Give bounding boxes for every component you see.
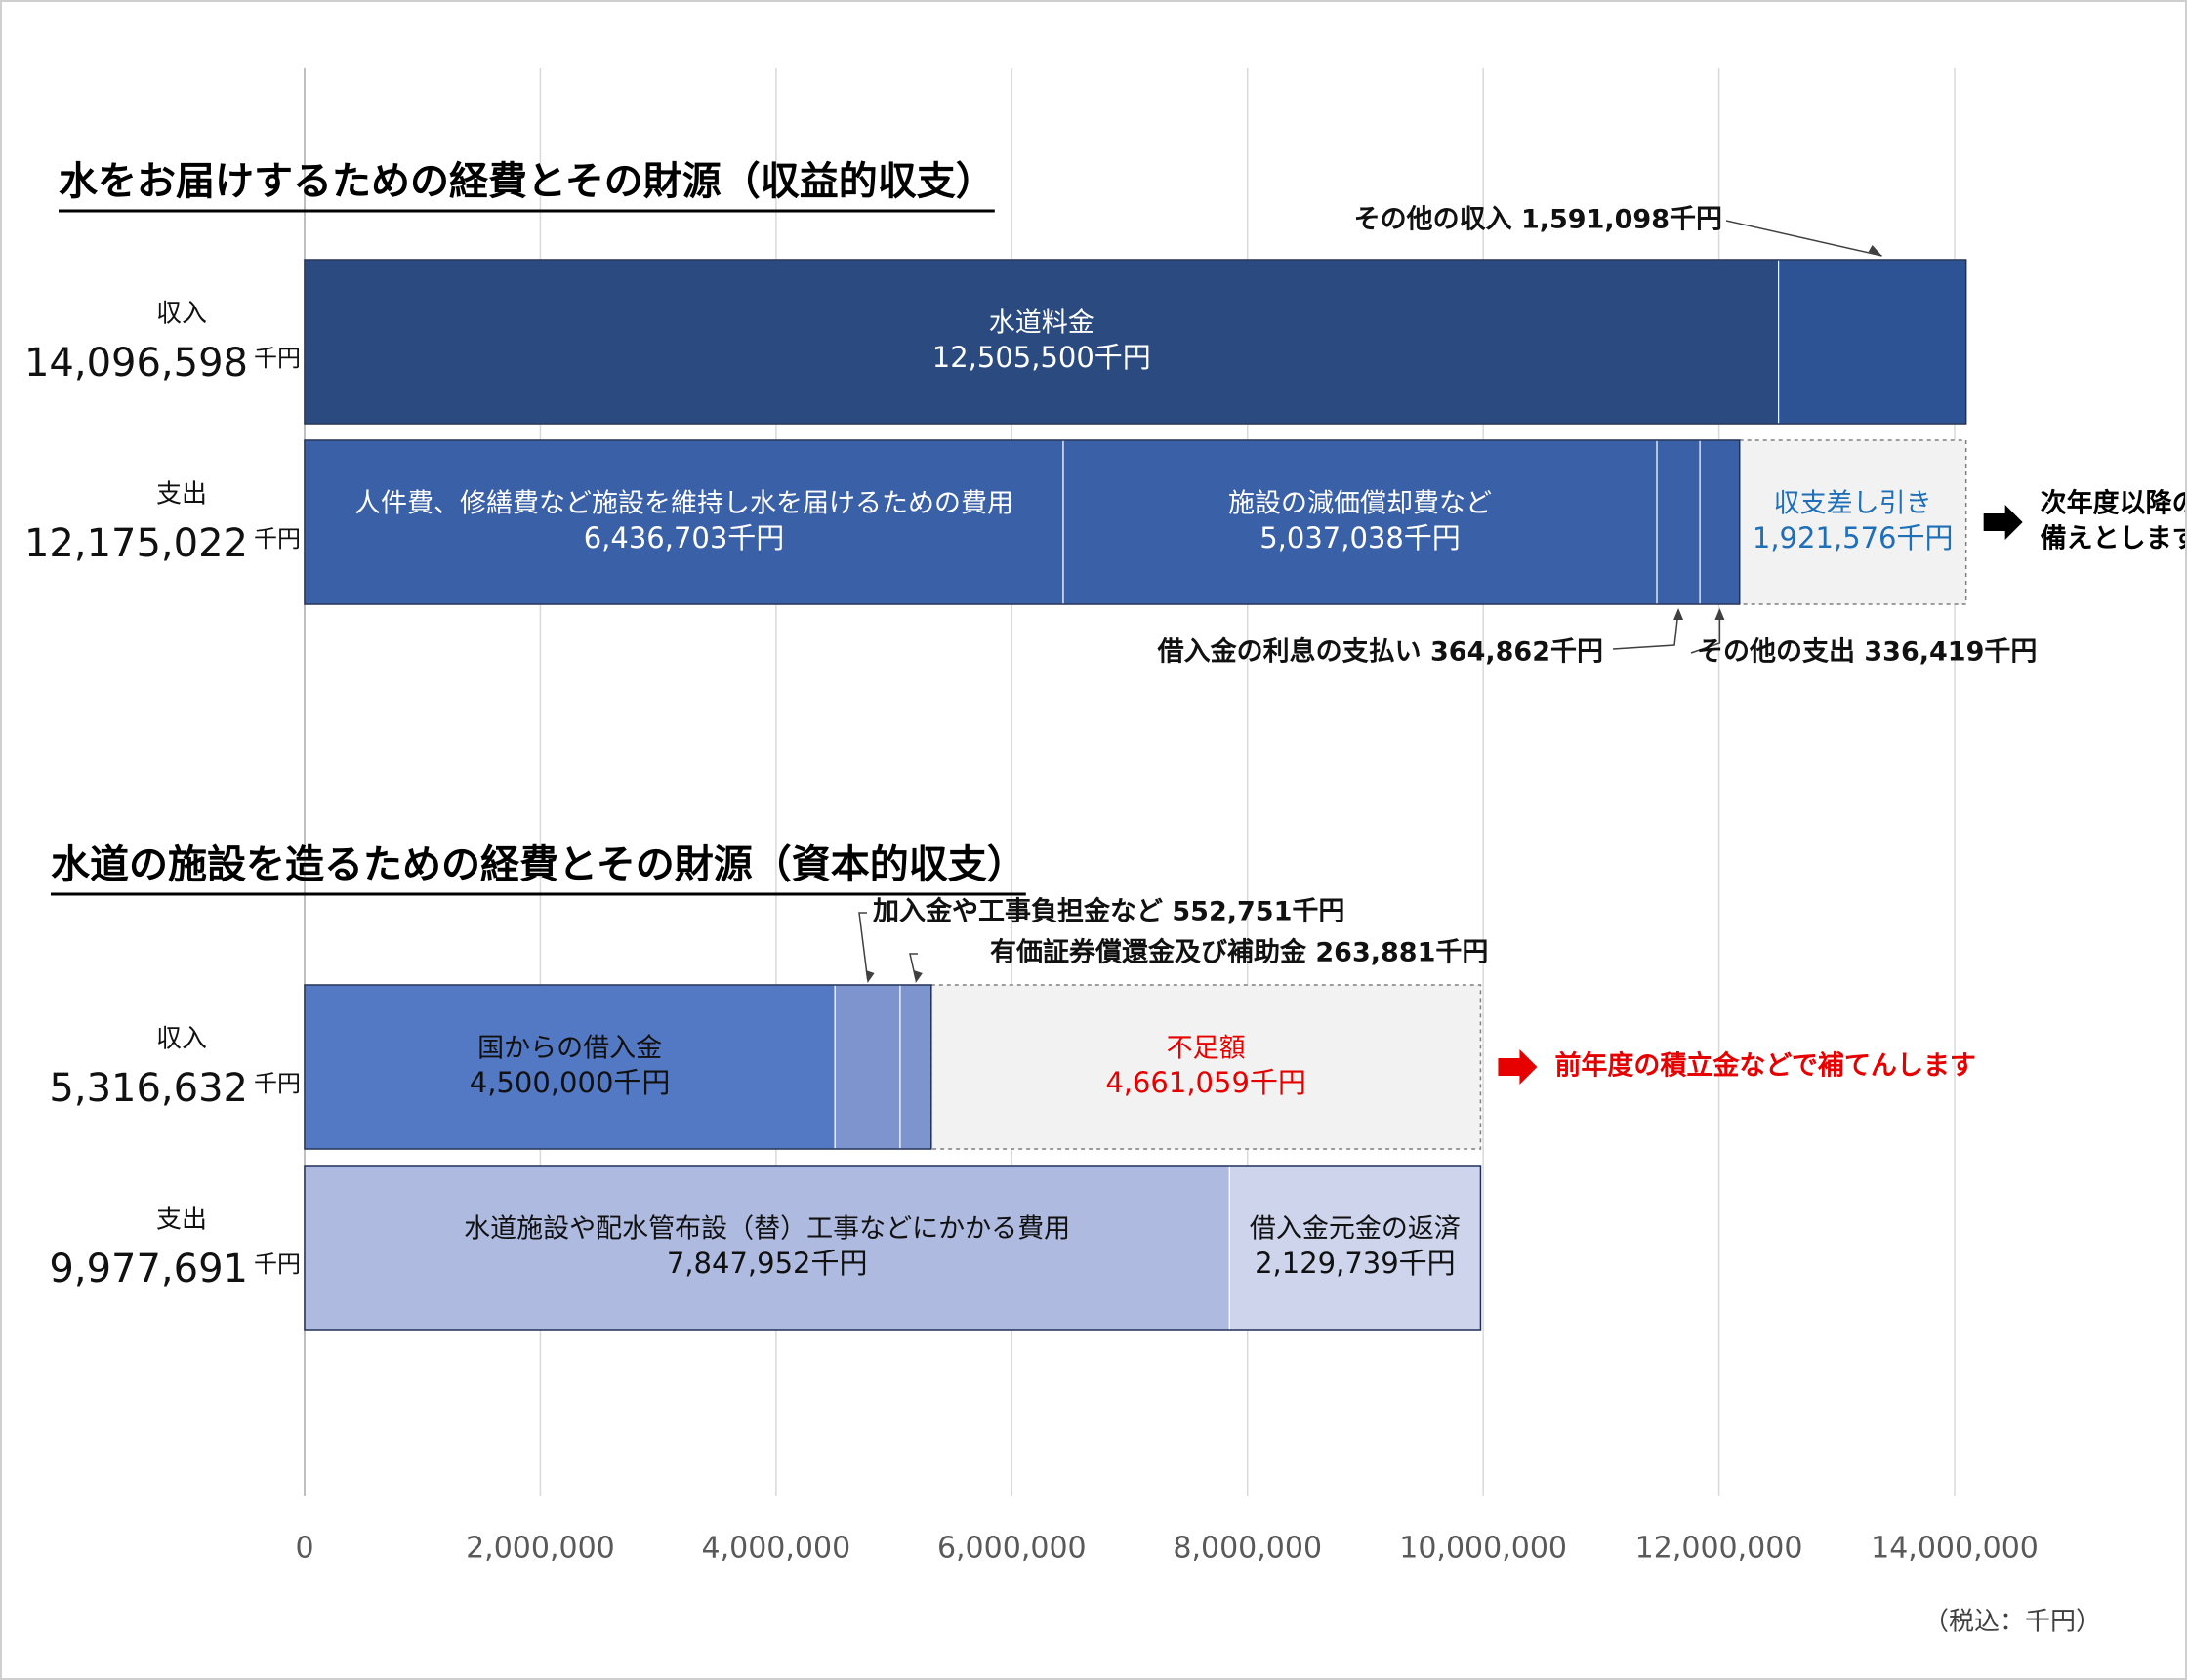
bar-segment	[1777, 259, 1967, 425]
callout-label: 借入金の利息の支払い 364,862千円	[1157, 636, 1603, 668]
callout-arrowhead	[865, 970, 875, 983]
bar-segment	[834, 984, 901, 1150]
row-label: 収入	[156, 1025, 207, 1054]
bar-outline	[304, 439, 1741, 605]
arrow-note-text: 前年度の積立金などで補てんします	[1554, 1050, 1975, 1082]
segment-label: 国からの借入金	[477, 1034, 662, 1064]
bar-segment	[899, 984, 932, 1150]
segment-label: 2,129,739千円	[1255, 1247, 1456, 1280]
unit-note: （税込：千円）	[1923, 1608, 2101, 1637]
row-unit: 千円	[254, 1250, 301, 1278]
segment-label: 5,037,038千円	[1259, 521, 1461, 554]
x-tick-label: 6,000,000	[937, 1532, 1087, 1566]
x-tick-label: 2,000,000	[466, 1532, 615, 1566]
segment-label: 6,436,703千円	[584, 521, 785, 554]
arrow-note-text: 次年度以降の	[2041, 488, 2185, 519]
row-total: 9,977,691	[49, 1247, 248, 1291]
bar-segment	[930, 984, 1482, 1150]
bar-segment	[1699, 439, 1741, 605]
row-total: 5,316,632	[49, 1066, 248, 1111]
segment-label: 施設の減価償却費など	[1228, 489, 1492, 519]
note-arrow-icon	[1983, 505, 2023, 540]
x-tick-label: 10,000,000	[1399, 1532, 1567, 1566]
row-unit: 千円	[254, 1070, 301, 1097]
callout-leader	[1612, 609, 1679, 650]
x-tick-label: 8,000,000	[1173, 1532, 1322, 1566]
segment-label: 水道施設や配水管布設（替）工事などにかかる費用	[464, 1214, 1070, 1245]
segment-label: 4,500,000千円	[470, 1066, 671, 1099]
bar-segment	[1738, 439, 1967, 605]
bar-outline	[304, 1165, 1482, 1331]
arrow-note-text: 備えとします	[2041, 523, 2185, 554]
callout-leader	[909, 953, 918, 980]
x-tick-label: 14,000,000	[1871, 1532, 2039, 1566]
segment-label: 収支差し引き	[1774, 489, 1932, 519]
segment-label: 水道料金	[989, 308, 1094, 339]
callout-arrowhead	[1868, 245, 1882, 256]
segment-label: 1,921,576千円	[1753, 521, 1954, 554]
callout-leader	[1725, 220, 1882, 257]
row-unit: 千円	[254, 345, 301, 372]
bar-segment	[1062, 439, 1658, 605]
row-label: 支出	[156, 1206, 207, 1235]
row-unit: 千円	[254, 525, 301, 553]
callout-leader	[858, 912, 869, 980]
callout-arrowhead	[913, 970, 923, 983]
callout-arrowhead	[1714, 608, 1725, 620]
row-total: 12,175,022	[24, 521, 248, 566]
segment-label: 7,847,952千円	[667, 1247, 868, 1280]
bar-outline	[304, 984, 932, 1150]
callout-leader	[1690, 610, 1721, 654]
segment-label: 借入金元金の返済	[1250, 1214, 1461, 1245]
callout-label: その他の支出 336,419千円	[1697, 637, 2037, 668]
row-total: 14,096,598	[24, 341, 248, 386]
x-tick-label: 12,000,000	[1635, 1532, 1803, 1566]
callout-label: 加入金や工事負担金など 552,751千円	[873, 896, 1344, 927]
segment-label: 4,661,059千円	[1105, 1066, 1306, 1099]
bar-segment	[304, 439, 1064, 605]
bar-outline	[304, 259, 1967, 425]
bar-segment	[304, 984, 836, 1150]
row-label: 収入	[156, 300, 207, 329]
segment-label: 12,505,500千円	[932, 341, 1151, 374]
note-arrow-icon	[1498, 1049, 1538, 1085]
callout-label: 有価証券償還金及び補助金 263,881千円	[990, 937, 1488, 968]
segment-label: 不足額	[1167, 1034, 1246, 1064]
bar-segment	[1656, 439, 1701, 605]
section-title: 水をお届けするための経費とその財源（収益的収支）	[59, 159, 995, 204]
x-tick-label: 4,000,000	[702, 1532, 851, 1566]
segment-label: 人件費、修繕費など施設を維持し水を届けるための費用	[354, 489, 1013, 519]
row-label: 支出	[156, 480, 207, 510]
callout-label: その他の収入 1,591,098千円	[1354, 205, 1722, 235]
x-tick-label: 0	[295, 1532, 313, 1566]
callout-arrowhead	[1673, 608, 1684, 620]
section-title: 水道の施設を造るための経費とその財源（資本的収支）	[51, 842, 1026, 887]
